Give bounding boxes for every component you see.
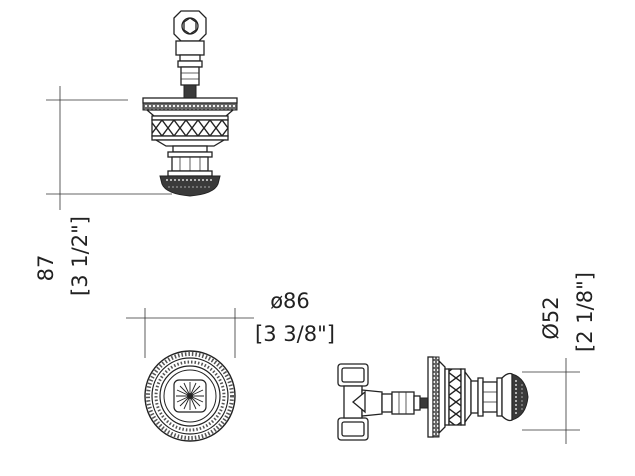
height-dimension: 87 [3 1/2"] xyxy=(34,86,172,296)
handle-diameter-dimension: Ø52 [2 1/8"] xyxy=(522,272,597,444)
rosette-diameter-metric-label: ø86 xyxy=(270,289,310,313)
horizontal-elevation-view xyxy=(337,356,529,441)
handle-diameter-imperial-label: [2 1/8"] xyxy=(573,272,597,352)
rosette-side xyxy=(142,97,238,147)
side-elevation-view xyxy=(142,10,238,197)
rosette-horizontal xyxy=(427,356,472,438)
handle-stem-horizontal xyxy=(470,377,503,417)
knob-horizontal xyxy=(501,372,529,422)
front-view xyxy=(144,350,236,442)
knob-side xyxy=(159,175,221,197)
height-metric-label: 87 xyxy=(34,255,58,282)
rosette-diameter-dimension: ø86 [3 3/8"] xyxy=(126,289,335,358)
handle-diameter-metric-label: Ø52 xyxy=(539,296,563,339)
valve-body xyxy=(337,363,433,441)
elbow-fitting xyxy=(173,10,207,99)
rosette-diameter-imperial-label: [3 3/8"] xyxy=(255,322,335,346)
height-imperial-label: [3 1/2"] xyxy=(68,216,92,296)
handle-stem xyxy=(167,145,213,177)
